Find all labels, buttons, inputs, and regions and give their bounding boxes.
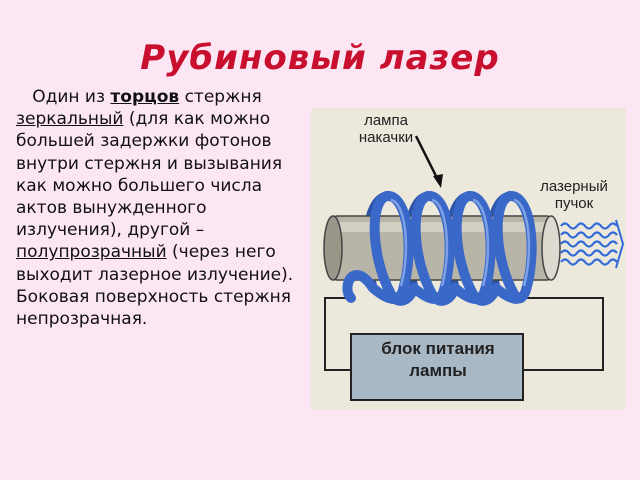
power-label-line1: блок питания: [381, 339, 495, 358]
laser-diagram-drawing: [311, 108, 626, 410]
laser-diagram: лампа накачки лазерный пучок блок питани…: [311, 108, 626, 410]
wire-left: [324, 297, 353, 371]
power-label-line2: лампы: [409, 361, 467, 380]
lamp-label-line1: лампа: [364, 112, 408, 129]
rod-highlight: [333, 222, 551, 232]
term-semitransparent: полупрозрачный: [16, 242, 167, 263]
text-part: (через него выходит лазерное излучение).…: [16, 242, 294, 330]
beam-label: лазерный пучок: [529, 178, 619, 212]
term-mirror: зеркальный: [16, 109, 124, 130]
coil-front: [342, 191, 537, 306]
text-part: стержня: [179, 87, 262, 107]
slide-title: Рубиновый лазер: [140, 38, 500, 78]
lamp-arrow-icon: [414, 135, 441, 183]
beam-arrowhead-icon: [615, 219, 625, 269]
wire-right: [521, 297, 604, 371]
text-part: Один из: [32, 87, 111, 107]
beam-label-line2: пучок: [554, 195, 594, 212]
lamp-label-line2: накачки: [358, 129, 414, 146]
term-end-faces: торцов: [110, 87, 180, 107]
coil-shine: [390, 198, 531, 287]
lamp-arrowhead-icon: [433, 174, 443, 188]
power-block: [350, 333, 524, 401]
beam-label-line1: лазерный: [540, 178, 608, 195]
power-block-label: блок питания лампы: [353, 338, 523, 382]
rod-end-mirror: [323, 215, 343, 281]
text-part: (для как можно большей задержки фотонов …: [16, 109, 283, 241]
body-paragraph: Один из торцов стержня зеркальный (для к…: [16, 86, 306, 330]
laser-beam-icon: [560, 222, 618, 266]
rod-end-semitransparent: [541, 215, 561, 281]
lamp-label: лампа накачки: [346, 112, 426, 146]
